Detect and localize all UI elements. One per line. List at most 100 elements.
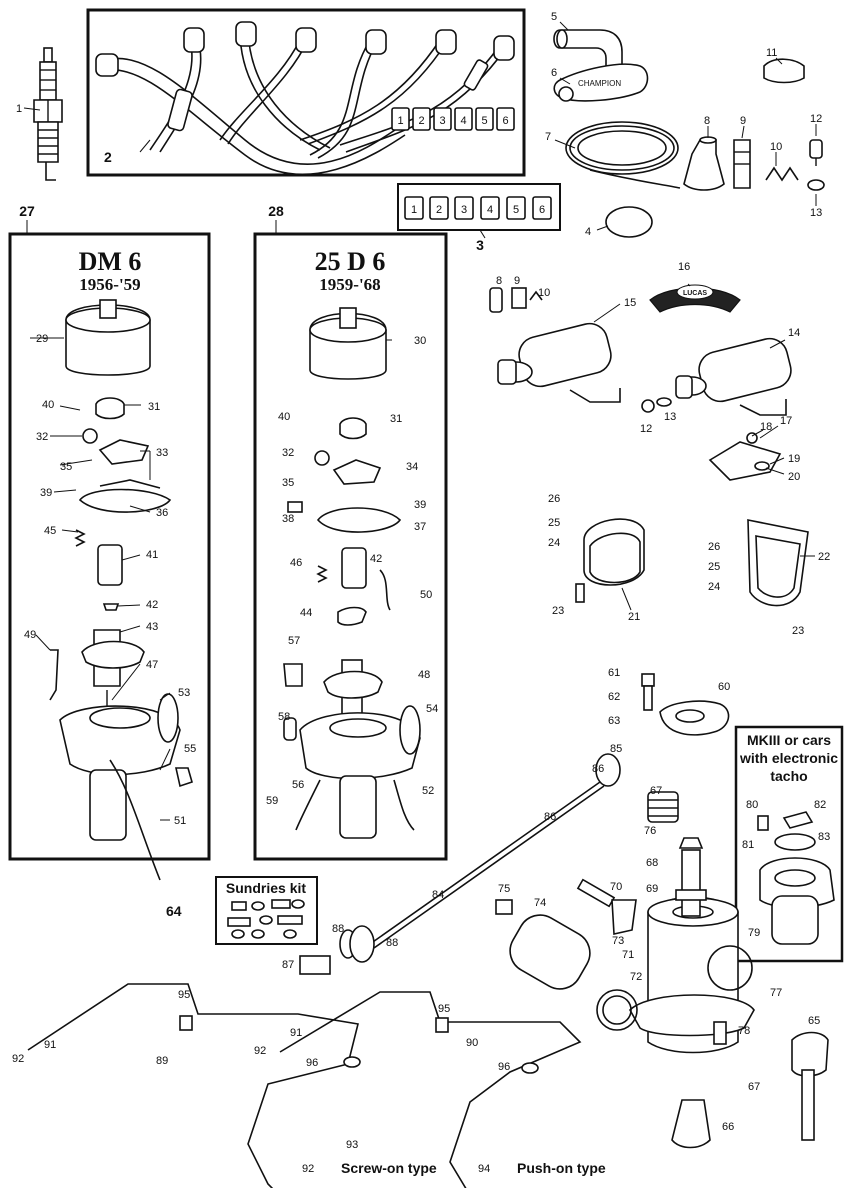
callout-65: 65: [808, 1015, 820, 1027]
25d6-panel-frame: [253, 232, 448, 861]
mkiii-frame: [734, 725, 844, 963]
coil-clamp-bracket: [747, 519, 809, 607]
callout-2: 2: [104, 149, 112, 165]
callout-13b: 13: [664, 411, 676, 423]
champion-brand: CHAMPION: [578, 79, 621, 88]
callout-18: 18: [760, 421, 772, 433]
callout-6: 6: [551, 67, 557, 79]
callout-24: 24: [548, 537, 560, 549]
terminal-screw: [809, 139, 823, 166]
callout-1: 1: [16, 103, 22, 115]
lead-marker-row: 1 2 3 4 5 6: [391, 107, 515, 131]
callout-61: 61: [608, 667, 620, 679]
callout-81: 81: [742, 839, 754, 851]
plug-cover-boot: [683, 136, 725, 191]
callout-85: 85: [610, 743, 622, 755]
drive-plate: [659, 700, 730, 736]
dm6-advance-unit: [74, 529, 123, 611]
callout-numbers: 1 2 3 4 5 6 7 8 9 10 11 12 13 8 9 10 12 …: [12, 11, 830, 1175]
drive-housing: [629, 896, 755, 1054]
callout-16: 16: [678, 261, 690, 273]
callout-34: 34: [406, 461, 418, 473]
ignition-coil-rear: [675, 337, 792, 416]
callout-40b: 40: [278, 411, 290, 423]
marker-2: 2: [436, 204, 442, 216]
callout-32: 32: [36, 431, 48, 443]
callout-94: 94: [478, 1163, 490, 1175]
callout-48: 48: [418, 669, 430, 681]
callout-33: 33: [156, 447, 168, 459]
callout-23b: 23: [792, 625, 804, 637]
vacuum-pipe-84b: [373, 785, 605, 949]
lead-marker-2: 2: [418, 115, 424, 127]
25d6-rotor-parts: [287, 417, 402, 533]
drive-bush: [671, 1099, 711, 1149]
callout-8b: 8: [496, 275, 502, 287]
callout-88b: 88: [386, 937, 398, 949]
callout-87: 87: [282, 959, 294, 971]
callout-30: 30: [414, 335, 426, 347]
callout-26b: 26: [708, 541, 720, 553]
terminal-washer: [807, 179, 825, 191]
callout-leaders: [23, 21, 817, 821]
callout-83: 83: [818, 831, 830, 843]
callout-7: 7: [545, 131, 551, 143]
coil-clamp-open: [575, 518, 645, 603]
callout-50: 50: [420, 589, 432, 601]
25d6-years: 1959-'68: [319, 275, 380, 294]
callout-79: 79: [748, 927, 760, 939]
ht-cable-coil: [565, 121, 681, 189]
ignition-coil-front: [497, 322, 621, 403]
marker-4: 4: [487, 204, 493, 216]
lead-marker-3: 3: [439, 115, 445, 127]
coil-small-parts: [489, 287, 672, 413]
callout-10: 10: [770, 141, 782, 153]
push-on-caption: Push-on type: [517, 1160, 606, 1176]
callout-24b: 24: [708, 581, 720, 593]
callout-49: 49: [24, 629, 36, 641]
callout-66: 66: [722, 1121, 734, 1133]
callout-56: 56: [292, 779, 304, 791]
callout-80: 80: [746, 799, 758, 811]
callout-22: 22: [818, 551, 830, 563]
callout-36: 36: [156, 507, 168, 519]
lucas-badge: LUCAS: [649, 284, 741, 313]
spark-plug: [33, 47, 63, 181]
tacho-cable-90: [279, 991, 582, 1188]
callout-76: 76: [644, 825, 656, 837]
callout-67: 67: [650, 785, 662, 797]
gear-65: [791, 1031, 829, 1141]
callout-28: 28: [268, 203, 284, 219]
callout-43: 43: [146, 621, 158, 633]
dm6-rotor-parts: [78, 397, 172, 513]
callout-42b: 42: [370, 553, 382, 565]
lead-marker-5: 5: [481, 115, 487, 127]
callout-89: 89: [156, 1055, 168, 1067]
marker-1: 1: [411, 204, 417, 216]
callout-73: 73: [612, 935, 624, 947]
marker-6: 6: [539, 204, 545, 216]
callout-13: 13: [810, 207, 822, 219]
callout-9b: 9: [514, 275, 520, 287]
callout-25b: 25: [708, 561, 720, 573]
callout-55: 55: [184, 743, 196, 755]
lead-marker-6: 6: [502, 115, 508, 127]
callout-92: 92: [12, 1053, 24, 1065]
25d6-advance-unit: [316, 547, 391, 626]
callout-51: 51: [174, 815, 186, 827]
callout-86b: 86: [544, 811, 556, 823]
sundries-kit-frame: [215, 876, 318, 945]
callout-35: 35: [60, 461, 72, 473]
plug-cap-champion: CHAMPION: [553, 63, 649, 102]
callout-86: 86: [592, 763, 604, 775]
coil-bracket-plate: [708, 432, 782, 481]
callout-77: 77: [770, 987, 782, 999]
callout-53: 53: [178, 687, 190, 699]
marker-set: 1 2 3 4 5 6: [404, 196, 552, 220]
callout-9: 9: [740, 115, 746, 127]
drive-gear-shaft: [675, 837, 707, 917]
dm6-years: 1956-'59: [79, 275, 140, 294]
callout-71: 71: [622, 949, 634, 961]
callout-12b: 12: [640, 423, 652, 435]
